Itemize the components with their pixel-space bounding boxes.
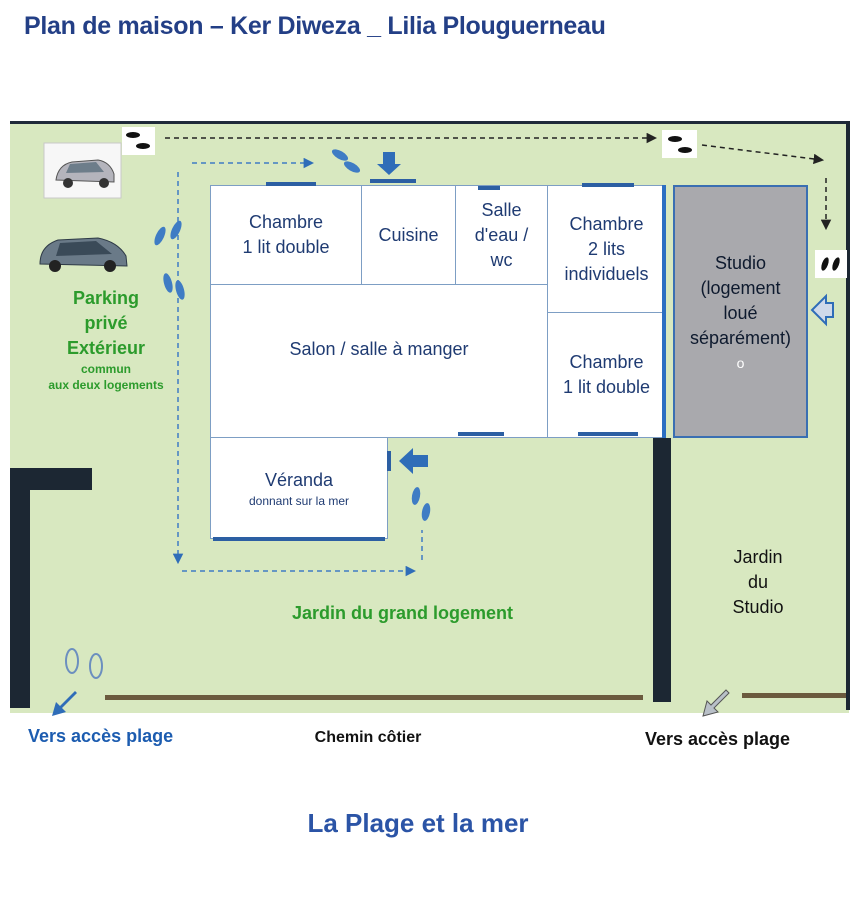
page-title: Plan de maison – Ker Diweza _ Lilia Plou… (24, 12, 606, 40)
window (578, 432, 638, 436)
room-cuisine: Cuisine (361, 185, 456, 285)
footpath-left (172, 157, 423, 577)
car-icon (39, 237, 128, 272)
arrow-icon (377, 152, 401, 175)
wall-separator (653, 438, 671, 702)
arrow-icon (810, 293, 834, 327)
plage-label: La Plage et la mer (307, 808, 529, 838)
window (213, 537, 385, 541)
room-studio: Studio (logement loué séparément) o (673, 185, 808, 438)
footprints-icon (662, 130, 697, 158)
footprints-icon (122, 127, 155, 155)
window (266, 182, 316, 186)
studio-wall-accent (662, 185, 666, 438)
chemin-cotier-label: Chemin côtier (314, 729, 422, 746)
fence-right (742, 693, 846, 698)
room-veranda: Véranda donnant sur la mer (210, 437, 388, 539)
arrow-icon (702, 689, 730, 717)
wall-left-horizontal (10, 468, 92, 490)
jardin-studio-label: Jardin du Studio (732, 547, 784, 617)
wall-right-edge (846, 121, 850, 710)
room-chambre-3: Chambre 1 lit double (547, 312, 666, 438)
footprints-icon (163, 273, 185, 300)
window (478, 186, 500, 190)
room-salon: Salon / salle à manger (210, 284, 548, 438)
window (458, 432, 504, 436)
footprints-icon (154, 220, 182, 246)
window (582, 183, 634, 187)
footprints-icon (411, 487, 431, 521)
footprints-icon (65, 648, 103, 679)
footprints-icon (815, 250, 847, 278)
car-icon (43, 142, 122, 199)
parking-label: Parking privé Extérieur commun aux deux … (48, 288, 164, 392)
arrow-icon (52, 691, 77, 716)
wall-left-vertical (10, 468, 30, 708)
footpath-studio (165, 132, 832, 231)
window (387, 451, 391, 471)
footprints-icon (331, 149, 361, 173)
vers-acces-plage-left: Vers accès plage (28, 726, 174, 746)
window (370, 179, 416, 183)
vers-acces-plage-right: Vers accès plage (644, 729, 791, 749)
room-chambre-1: Chambre 1 lit double (210, 185, 362, 285)
jardin-grand-logement-label: Jardin du grand logement (291, 603, 514, 623)
fence-left (105, 695, 643, 700)
room-salle-eau: Salle d'eau / wc (455, 185, 548, 285)
arrow-icon (399, 448, 428, 474)
